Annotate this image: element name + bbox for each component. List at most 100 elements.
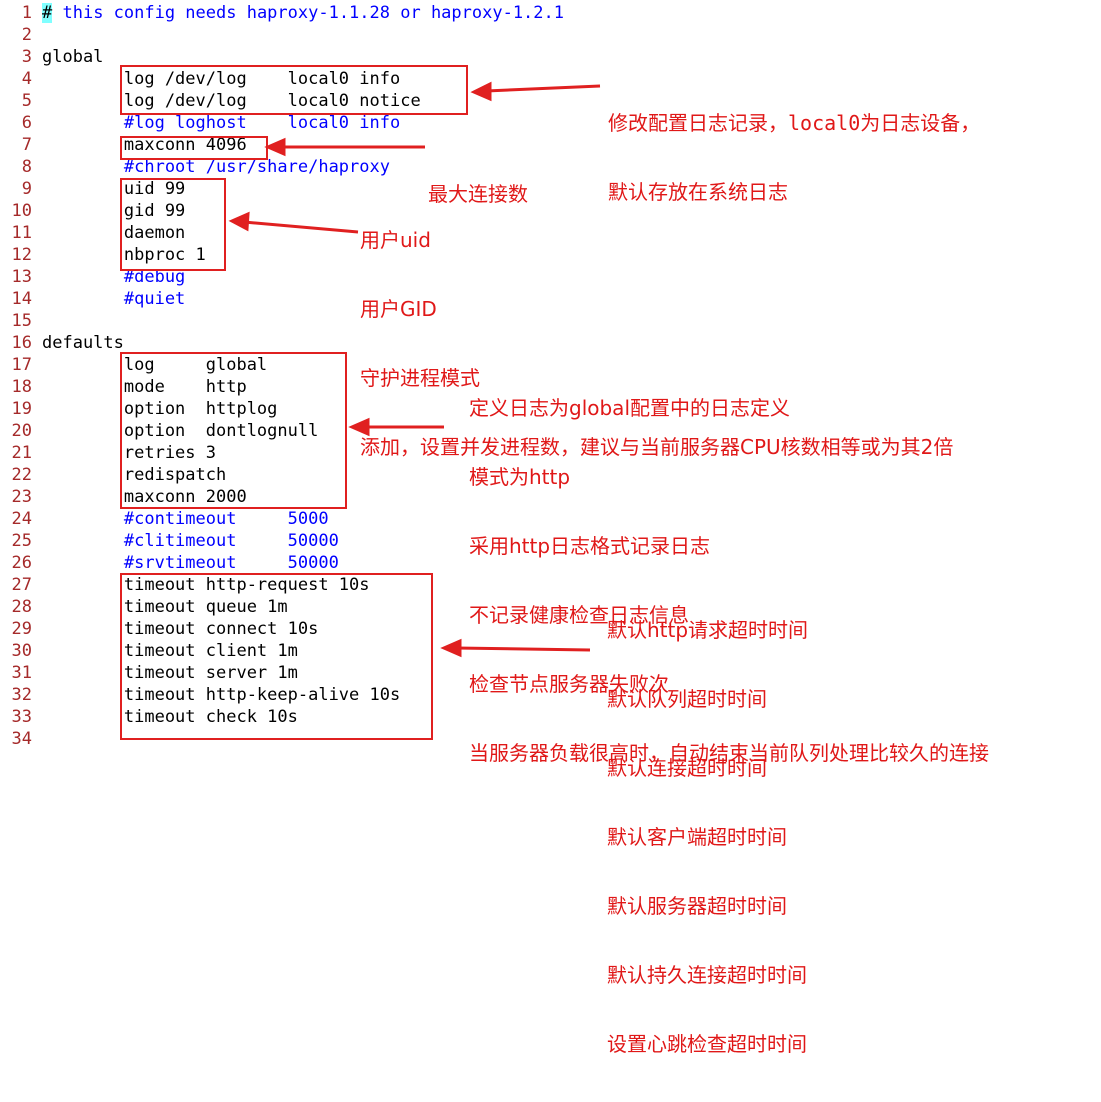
editor-line[interactable]: 27 timeout http-request 10s [0,574,1101,596]
note-process: 用户uid 用户GID 守护进程模式 添加，设置并发进程数，建议与当前服务器CP… [360,228,954,459]
box-log [120,65,468,115]
line-number: 3 [21,47,32,67]
editor-line[interactable]: 12 nbproc 1 [0,244,1101,266]
editor-line[interactable]: 26 #srvtimeout 50000 [0,552,1101,574]
editor-line[interactable]: 13 #debug [0,266,1101,288]
arrow-log-head [470,81,492,102]
editor-line[interactable]: 23 maxconn 2000 [0,486,1101,508]
editor-line[interactable]: 20 option dontlognull [0,420,1101,442]
line-text[interactable]: timeout http-request 10s [42,575,370,595]
line-number: 34 [11,729,32,749]
text-editor[interactable]: 1 # this config needs haproxy-1.1.28 or h… [0,0,1101,762]
line-number: 20 [11,421,32,441]
line-number: 14 [11,289,32,309]
line-text[interactable]: #quiet [42,289,186,309]
line-text[interactable]: timeout server 1m [42,663,298,683]
line-number: 22 [11,465,32,485]
editor-line[interactable]: 24 #contimeout 5000 [0,508,1101,530]
line-number: 18 [11,377,32,397]
line-text[interactable]: # this config needs haproxy-1.1.28 or ha… [42,2,564,24]
editor-line[interactable]: 17 log global [0,354,1101,376]
line-text[interactable]: maxconn 2000 [42,487,247,507]
line-number: 1 [21,3,32,23]
line-text[interactable]: nbproc 1 [42,245,206,265]
line-text[interactable]: defaults [42,333,124,353]
line-text[interactable]: #contimeout 5000 [42,509,329,529]
line-number: 6 [21,113,32,133]
editor-line[interactable]: 4 log /dev/log local0 info [0,68,1101,90]
line-number: 11 [11,223,32,243]
editor-line[interactable]: 25 #clitimeout 50000 [0,530,1101,552]
line-text[interactable]: retries 3 [42,443,216,463]
line-text[interactable]: #clitimeout 50000 [42,531,339,551]
line-text[interactable]: #srvtimeout 50000 [42,553,339,573]
editor-line[interactable]: 22 redispatch [0,464,1101,486]
line-number: 5 [21,91,32,111]
editor-line[interactable]: 7 maxconn 4096 [0,134,1101,156]
editor-line[interactable]: 5 log /dev/log local0 notice [0,90,1101,112]
editor-line[interactable]: 21 retries 3 [0,442,1101,464]
editor-line[interactable]: 18 mode http [0,376,1101,398]
editor-line[interactable]: 33 timeout check 10s [0,706,1101,728]
line-text[interactable]: timeout queue 1m [42,597,288,617]
line-number: 28 [11,597,32,617]
arrow-log [485,84,601,93]
line-text[interactable]: timeout check 10s [42,707,298,727]
editor-line[interactable]: 14 #quiet [0,288,1101,310]
arrow-process-head [228,211,250,232]
line-text[interactable]: log global [42,355,268,375]
editor-line[interactable]: 28 timeout queue 1m [0,596,1101,618]
line-text[interactable]: timeout http-keep-alive 10s [42,685,401,705]
line-number: 27 [11,575,32,595]
box-defaults [120,352,347,509]
line-number: 8 [21,157,32,177]
line-text[interactable]: #chroot /usr/share/haproxy [42,157,390,177]
line-text[interactable]: daemon [42,223,186,243]
line-number: 7 [21,135,32,155]
line-number: 4 [21,69,32,89]
line-text[interactable]: option httplog [42,399,278,419]
line-text[interactable]: uid 99 [42,179,186,199]
editor-line[interactable]: 8 #chroot /usr/share/haproxy [0,156,1101,178]
line-number: 31 [11,663,32,683]
line-text[interactable]: #log loghost local0 info [42,113,401,133]
line-text[interactable]: mode http [42,377,247,397]
editor-line[interactable]: 15 [0,310,1101,332]
editor-line[interactable]: 34 [0,728,1101,750]
line-number: 24 [11,509,32,529]
line-text[interactable]: timeout connect 10s [42,619,319,639]
line-number: 10 [11,201,32,221]
line-text[interactable]: maxconn 4096 [42,135,247,155]
arrow-process [243,220,359,234]
editor-line[interactable]: 31 timeout server 1m [0,662,1101,684]
line-text[interactable]: gid 99 [42,201,186,221]
line-text[interactable]: timeout client 1m [42,641,298,661]
line-text[interactable]: log /dev/log local0 notice [42,91,421,111]
editor-line[interactable]: 11 daemon [0,222,1101,244]
editor-line[interactable]: 3 global [0,46,1101,68]
editor-line[interactable]: 10 gid 99 [0,200,1101,222]
editor-line[interactable]: 6 #log loghost local0 info [0,112,1101,134]
arrow-defaults-head [348,417,370,437]
line-text[interactable]: redispatch [42,465,227,485]
line-number: 30 [11,641,32,661]
line-number: 32 [11,685,32,705]
line-text[interactable]: global [42,47,104,67]
editor-line[interactable]: 32 timeout http-keep-alive 10s [0,684,1101,706]
editor-line[interactable]: 2 [0,24,1101,46]
editor-line[interactable]: 1 # this config needs haproxy-1.1.28 or h… [0,2,1101,24]
line-number: 33 [11,707,32,727]
editor-line[interactable]: 19 option httplog [0,398,1101,420]
editor-line[interactable]: 30 timeout client 1m [0,640,1101,662]
line-number: 17 [11,355,32,375]
line-text[interactable]: log /dev/log local0 info [42,69,401,89]
box-timeouts [120,573,433,740]
line-text[interactable]: #debug [42,267,186,287]
box-process [120,178,226,271]
editor-line[interactable]: 9 uid 99 [0,178,1101,200]
line-number: 19 [11,399,32,419]
editor-line[interactable]: 29 timeout connect 10s [0,618,1101,640]
line-text[interactable]: option dontlognull [42,421,319,441]
line-number: 2 [21,25,32,45]
